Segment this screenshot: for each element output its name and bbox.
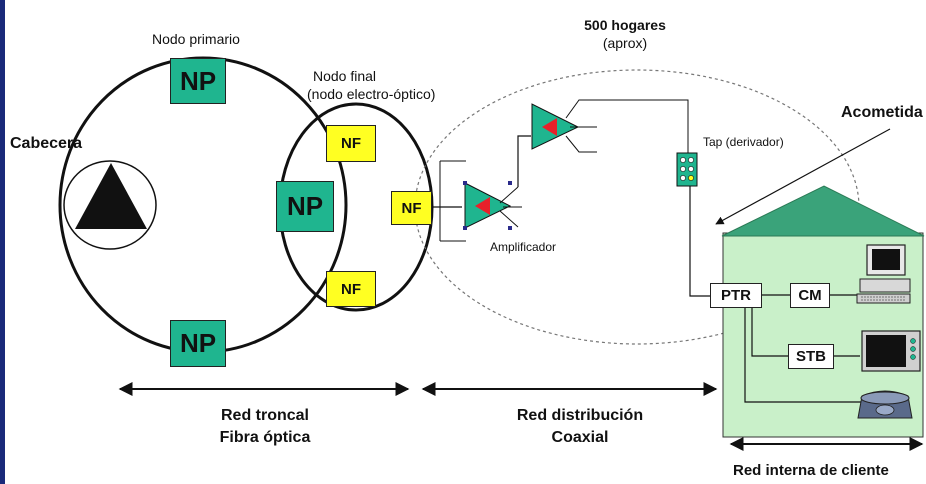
- nf-node-center: NF: [391, 191, 432, 225]
- amplifier-icon: [464, 182, 522, 229]
- label-aprox: (aprox): [602, 35, 648, 51]
- amp-handle: [463, 181, 467, 185]
- headend-triangle-icon: [63, 160, 157, 250]
- amp-handle: [463, 226, 467, 230]
- drop-cable: [689, 186, 710, 297]
- np-node-bottom: NP: [170, 320, 226, 367]
- acometida-arrow: [715, 128, 891, 225]
- computer-icon: [856, 244, 911, 304]
- label-red-troncal: Red troncal: [220, 407, 309, 424]
- ptr-box: PTR: [710, 283, 762, 308]
- np-node-center: NP: [276, 181, 334, 232]
- label-fibra-optica: Fibra óptica: [219, 429, 311, 446]
- house-wiring: [744, 294, 862, 403]
- stb-box: STB: [788, 344, 834, 369]
- label-nodo-primario: Nodo primario: [152, 31, 240, 47]
- label-amplificador: Amplificador: [490, 240, 557, 254]
- label-nodo-final: Nodo final: [313, 68, 377, 84]
- tap-icon: [676, 152, 698, 187]
- cm-box: CM: [790, 283, 830, 308]
- label-red-distribucion: Red distribución: [516, 407, 644, 424]
- label-acometida: Acometida: [841, 104, 923, 121]
- nf-node-bottom: NF: [326, 271, 376, 307]
- label-cabecera: Cabecera: [10, 135, 83, 152]
- amp-handle: [508, 181, 512, 185]
- amplifier-icon: [531, 99, 689, 153]
- label-tap: Tap (derivador): [703, 135, 784, 149]
- label-coaxial: Coaxial: [551, 429, 609, 446]
- nf-node-top: NF: [326, 125, 376, 162]
- label-hogares: 500 hogares: [584, 17, 666, 33]
- left-accent-bar: [0, 0, 5, 484]
- label-red-interna: Red interna de cliente: [733, 462, 889, 479]
- phone-icon: [857, 390, 913, 419]
- amp-handle: [508, 226, 512, 230]
- np-node-top: NP: [170, 58, 226, 104]
- coax-taps-left: [439, 160, 466, 242]
- tv-icon: [861, 330, 921, 372]
- label-nodo-electro-optico: (nodo electro-óptico): [307, 86, 436, 102]
